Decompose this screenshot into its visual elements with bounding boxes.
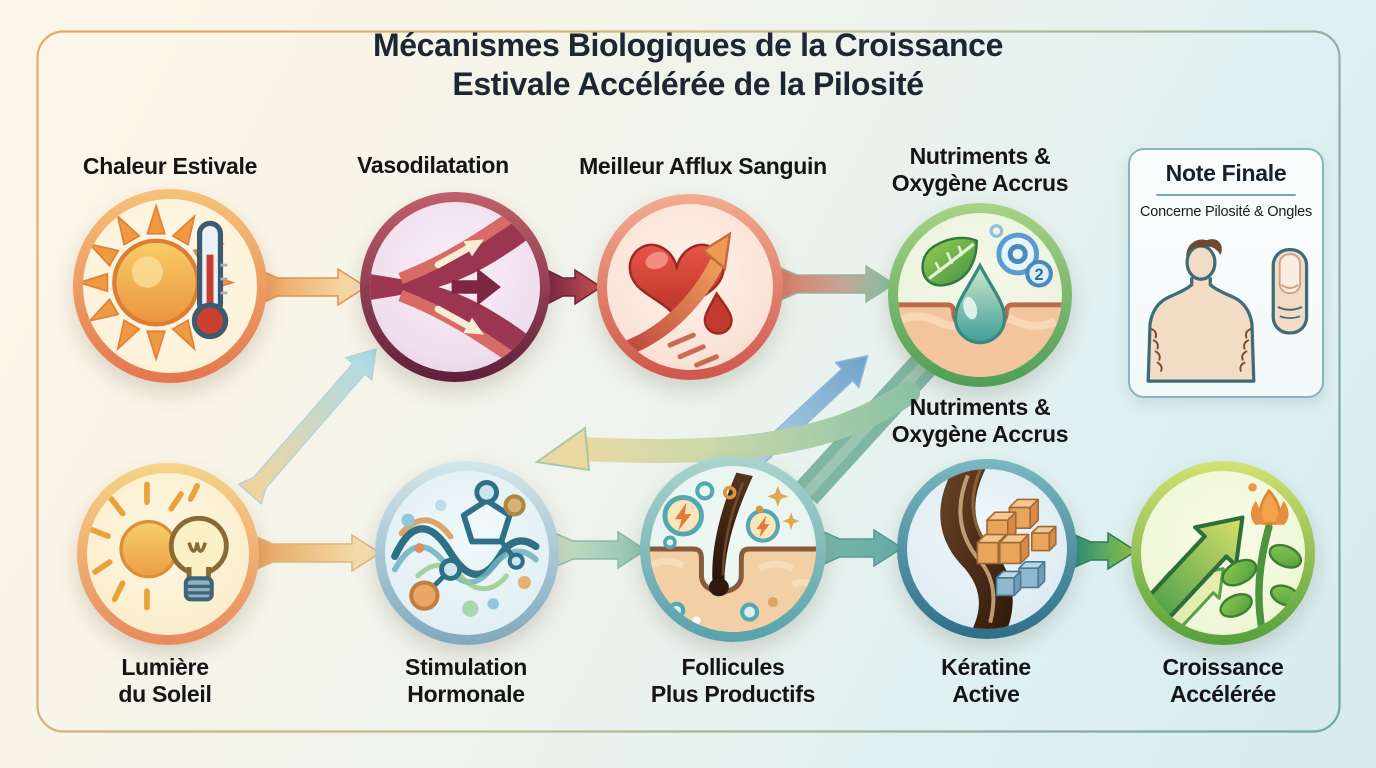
label-lumiere-soleil: Lumière du Soleil <box>118 654 212 707</box>
blood-vessel-icon <box>370 203 537 371</box>
node-nutriments-oxygene: 2 <box>888 203 1072 387</box>
note-title: Note Finale <box>1165 160 1287 186</box>
torso-icon <box>1146 239 1256 383</box>
note-body: Concerne Pilosité & Ongles <box>1139 204 1313 220</box>
sun-thermometer-icon <box>83 203 234 360</box>
big-growth-arrow <box>1144 515 1245 621</box>
growth-arrow-plant-icon <box>1144 483 1303 635</box>
heart-bloodflow-icon <box>622 231 733 368</box>
node-keratine-active <box>897 459 1077 639</box>
arrow-keratine-to-croissance <box>1074 531 1138 571</box>
o2-molecule-icon: 2 <box>989 224 1053 288</box>
arrow-stimulation-to-follicules <box>556 530 648 570</box>
arrow-chaleur-to-vasodilatation <box>261 267 368 307</box>
label-stimulation-hormonale: Stimulation Hormonale <box>405 654 527 707</box>
title-line2: Estivale Accélérée de la Pilosité <box>452 66 924 102</box>
arrow-afflux-to-nutriments <box>780 264 896 304</box>
leaf-oxygen-drop-icon: 2 <box>898 224 1062 377</box>
frame-border <box>36 30 1341 733</box>
title-line1: Mécanismes Biologiques de la Croissance <box>373 27 1003 63</box>
thermometer-icon <box>191 220 229 340</box>
molecule-icon <box>409 480 526 611</box>
note-divider <box>1156 194 1296 196</box>
label-chaleur-estivale: Chaleur Estivale <box>82 153 258 179</box>
label-croissance-acceleree: Croissance Accélérée <box>1162 654 1284 707</box>
keratin-cubes-icon <box>976 498 1057 565</box>
note-finale-box: Note Finale Concerne Pilosité & Ongles <box>1128 148 1324 398</box>
node-croissance-acceleree <box>1131 461 1315 645</box>
svg-text:2: 2 <box>1034 266 1043 284</box>
node-vasodilatation <box>360 192 550 382</box>
fingernail-icon <box>1271 247 1309 335</box>
node-chaleur-estivale <box>73 189 267 383</box>
arrow-lumiere-to-stimulation <box>256 533 382 573</box>
hair-follicle-icon <box>650 472 816 632</box>
label-afflux-sanguin: Meilleur Afflux Sanguin <box>579 153 827 179</box>
plant-icon <box>1219 483 1303 635</box>
label-nutriments-oxygene: Nutriments & Oxygène Accrus <box>891 143 1069 196</box>
sun-lightbulb-icon <box>89 481 229 611</box>
node-follicules-productifs <box>640 456 826 642</box>
arrow-nutriments-to-stimulation <box>534 381 920 472</box>
hormone-waves-molecule-icon <box>391 480 540 617</box>
label-keratine-active: Kératine Active <box>941 654 1031 707</box>
node-lumiere-soleil <box>77 463 259 645</box>
label-follicules-productifs: Follicules Plus Productifs <box>650 654 816 707</box>
torso-and-nail-icon <box>1146 239 1309 383</box>
hair-strand-keratin-icon <box>940 469 1057 629</box>
arrow-lumiere-to-vasodilatation <box>237 348 377 506</box>
energy-bolt-icon <box>662 495 780 543</box>
lightbulb-icon <box>168 515 229 602</box>
arrow-vasodilatation-to-afflux <box>548 268 603 306</box>
page-title: Mécanismes Biologiques de la Croissance … <box>0 26 1376 104</box>
label-vasodilatation: Vasodilatation <box>357 152 509 178</box>
node-afflux-sanguin <box>597 194 783 380</box>
arrow-follicules-to-keratine <box>823 528 904 568</box>
label-nutriments-oxygene-repeat: Nutriments & Oxygène Accrus <box>891 394 1069 447</box>
node-stimulation-hormonale <box>375 461 559 645</box>
